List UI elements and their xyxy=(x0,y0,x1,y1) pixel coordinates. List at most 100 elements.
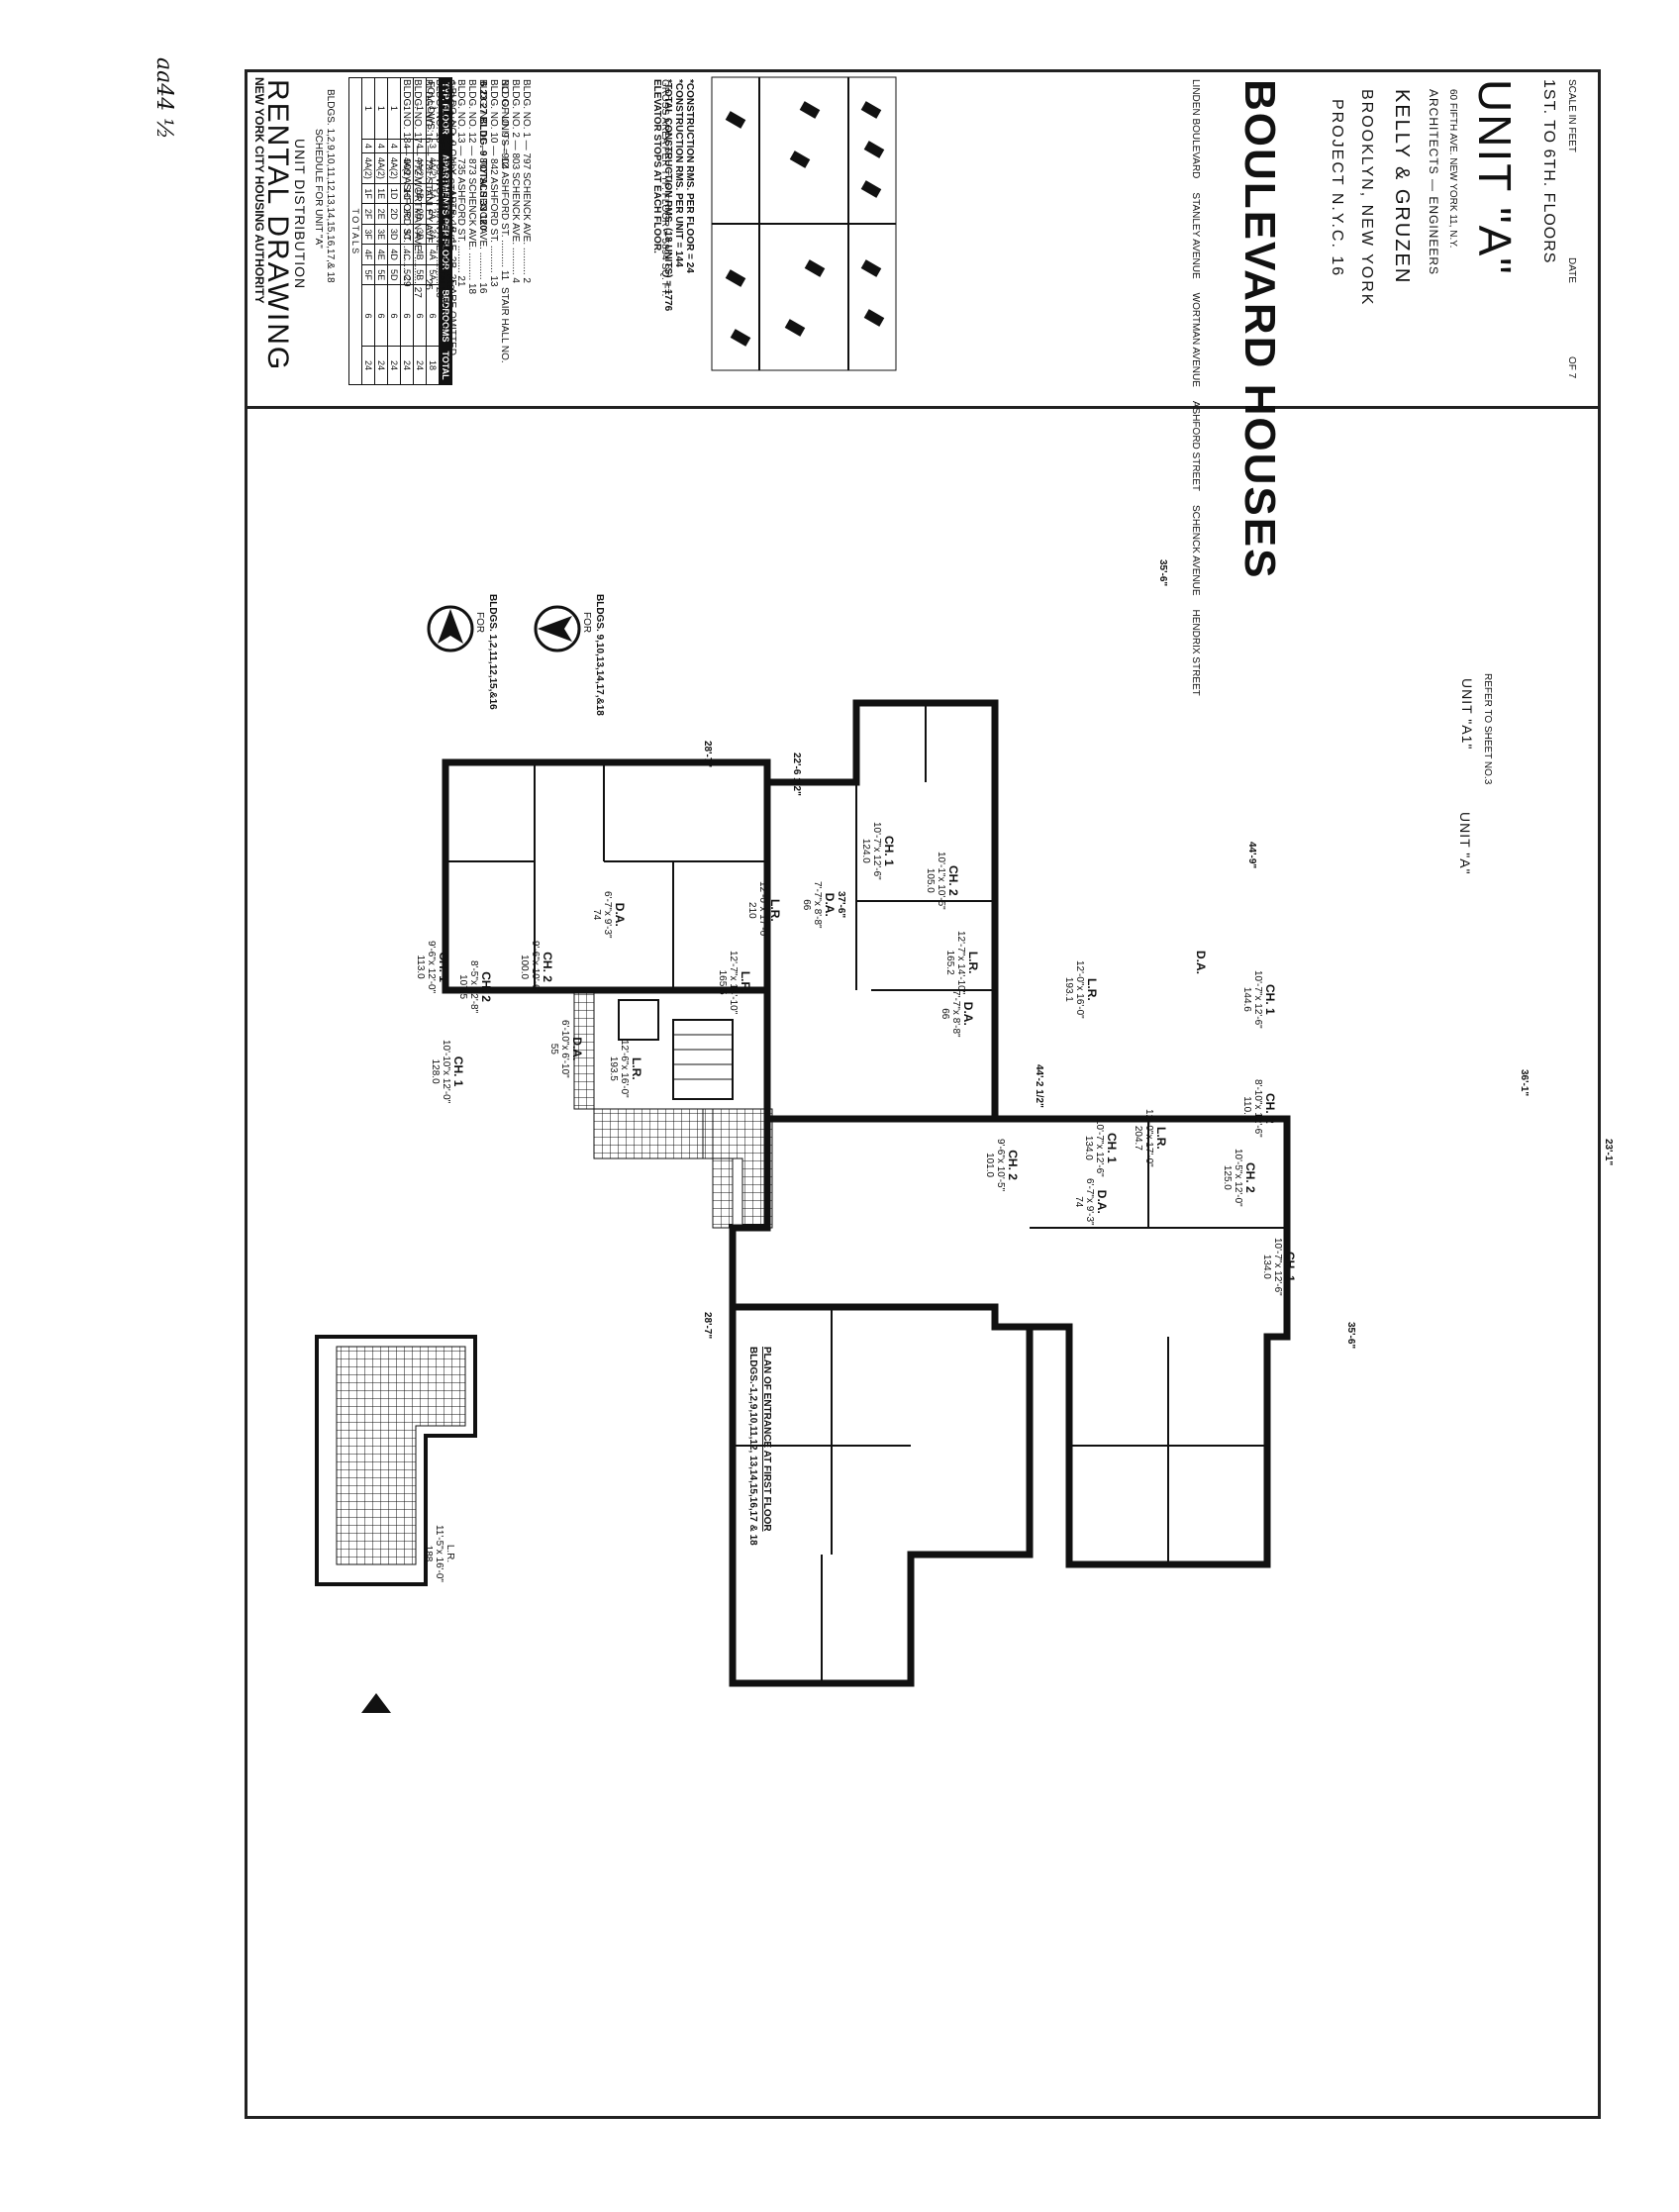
street-label: SCHENCK AVENUE xyxy=(1190,505,1201,596)
room-dims: 12'-7"x 14'-10" xyxy=(955,931,966,995)
table-cell: 6 xyxy=(387,284,401,347)
note-item: ELEVATOR STOPS AT EACH FLOOR. xyxy=(651,79,662,253)
table-cell: 2F xyxy=(361,203,375,225)
stair xyxy=(672,1019,734,1100)
room-dims: 7'-7"x 8'-8" xyxy=(950,990,961,1038)
entrance-lr: L.R. 11'-5"x 16'-0" 188 xyxy=(423,1525,455,1582)
room-dims: 10'-5"x 12'-0" xyxy=(1233,1149,1243,1207)
floors-label: 1ST. TO 6TH. FLOORS xyxy=(1540,79,1557,264)
room-name: D.A. xyxy=(823,892,837,917)
table-cell: 4E xyxy=(374,244,388,265)
room-dims: 8'-5"x 12'-8" xyxy=(468,960,479,1014)
date-label: DATE xyxy=(1566,257,1577,283)
entrance-arrow-icon xyxy=(361,1693,391,1713)
totals-row: T O T A L S xyxy=(348,77,362,385)
room-label: D.A.7'-7"x 8'-8"66 xyxy=(801,881,837,929)
room-dims: 9'-6"x 10'-6" xyxy=(530,941,541,994)
title-block: NEW YORK CITY HOUSING AUTHORITY RENTAL D… xyxy=(245,69,1601,696)
drawing-type: RENTAL DRAWING xyxy=(261,79,294,372)
table-cell: 1 xyxy=(361,77,375,140)
dimension-label: 36'-1" xyxy=(1519,1069,1530,1097)
table-cell: 1 xyxy=(387,77,401,140)
building-item: BLDG. NO. 16 — 781 STANLEY AVE. ........… xyxy=(423,79,434,290)
dimension-label: 28'-7" xyxy=(702,741,713,768)
table-cell: 5E xyxy=(374,264,388,285)
scale-label: SCALE IN FEET xyxy=(1566,79,1577,152)
room-label: D.A.6'-7"x 9'-3"74 xyxy=(591,891,627,939)
dimension-label: 22'-6 1/2" xyxy=(791,753,802,796)
building-item: BLDG. NO. 11 — 807 SCHENCK AVE. ........… xyxy=(477,79,488,294)
table-cell: 4 xyxy=(387,139,401,153)
note-item: *CONSTRUCTION RMS. PER FLOOR = 24 xyxy=(684,79,695,273)
dimension-label: 23'-1" xyxy=(1603,1139,1614,1166)
table-cell: 6 xyxy=(374,284,388,347)
entrance-hatch xyxy=(336,1346,466,1565)
room-label: D.A. xyxy=(1194,951,1208,974)
room-label: L.R.12'-0"x 17'-0"204.7 xyxy=(1133,1109,1168,1167)
table-cell: 1D xyxy=(387,183,401,204)
sheet-label: OF 7 xyxy=(1566,356,1577,379)
room-label: D.A.7'-7"x 8'-8"66 xyxy=(939,990,975,1038)
room-area: 165.5 xyxy=(717,969,728,995)
street-label: LINDEN BOULEVARD xyxy=(1190,79,1201,179)
room-label: L.R.12'-7"x 14'-10"165.5 xyxy=(717,951,752,1014)
room-area: 55 xyxy=(548,1043,559,1055)
unit-title: UNIT "A" xyxy=(1469,79,1521,276)
room-name: CH. 1 xyxy=(882,836,896,866)
drawing-sheet-border xyxy=(245,69,1601,2119)
room-name: L.R. xyxy=(768,899,782,922)
entrance-lr-dims: 11'-5"x 16'-0" xyxy=(434,1525,444,1582)
room-name: D.A. xyxy=(1095,1189,1109,1214)
table-cell: 4A(2) xyxy=(374,152,388,184)
street-label: WORTMAN AVENUE xyxy=(1190,292,1201,387)
unit-distribution-title: UNIT DISTRIBUTION xyxy=(292,139,308,290)
room-dims: 6'-10"x 6'-10" xyxy=(559,1020,570,1078)
handwritten-note: aa44 ½ xyxy=(151,57,176,140)
notes-list: *CONSTRUCTION RMS. PER FLOOR = 24*CONSTR… xyxy=(651,79,695,311)
dimension-label: 44'-9" xyxy=(1246,842,1257,869)
room-name: CH. 2 xyxy=(541,952,554,982)
room-dims: 9'-6"x 12'-0" xyxy=(426,941,437,994)
entrance-plan-title: PLAN OF ENTRANCE AT FIRST FLOOR xyxy=(761,1347,772,1532)
building-item: BLDG. NO. 9 — 904 ASHFORD ST. ..........… xyxy=(499,79,510,281)
room-area: 165.2 xyxy=(944,950,955,975)
room-label: L.R.12'-7"x 14'-10"165.2 xyxy=(944,931,980,994)
table-cell: 1 xyxy=(374,77,388,140)
building-item: BLDG. NO. 10 — 842 ASHFORD ST. .........… xyxy=(488,79,499,287)
room-name: CH. 1 xyxy=(451,1056,465,1087)
corridor-hatch xyxy=(573,989,734,1229)
corridor-hatch-2 xyxy=(702,1108,773,1229)
room-name: L.R. xyxy=(739,970,752,994)
dimension-label: 35'-6" xyxy=(1345,1322,1356,1350)
room-area: 144.6 xyxy=(1241,986,1252,1012)
room-area: 125.0 xyxy=(1222,1164,1233,1190)
room-dims: 7'-7"x 8'-8" xyxy=(812,881,823,929)
schedule-title: SCHEDULE FOR UNIT "A" xyxy=(313,129,324,249)
north-arrow-2 xyxy=(533,604,582,658)
room-area: 100.0 xyxy=(519,955,530,980)
room-dims: 12'-6"x 16'-0" xyxy=(619,1040,630,1098)
room-label: D.A.6'-7"x 9'-3"74 xyxy=(1073,1178,1109,1226)
room-area: 128.0 xyxy=(430,1058,441,1084)
room-dims: 6'-7"x 9'-3" xyxy=(1084,1178,1095,1226)
stair-hall-label: STAIR HALL NO. xyxy=(499,287,510,363)
architect-address: 60 FIFTH AVE. NEW YORK 11, N.Y. xyxy=(1447,89,1458,249)
entrance-lr-name: L.R. xyxy=(444,1544,455,1563)
room-area: 110.5 xyxy=(1241,1096,1252,1121)
room-name: CH. 2 xyxy=(1243,1162,1257,1193)
room-dims: 6'-7"x 9'-3" xyxy=(602,891,613,939)
building-item: BLDG. NO. 15 — 735 WORTMAN AVE. ........… xyxy=(434,79,444,298)
room-name: D.A. xyxy=(613,902,627,927)
building-item: BLDG. NO. 1 — 797 SCHENCK AVE. .........… xyxy=(521,79,532,283)
table-cell: 4 xyxy=(361,139,375,153)
note-item: *CONSTRUCTION RMS. PER UNIT = 144 xyxy=(673,79,684,267)
room-dims: 10'-7"x 12'-6" xyxy=(1252,970,1263,1029)
room-label: L.R.12'-0"x 17'-0"210 xyxy=(746,881,782,940)
table-cell: 2D xyxy=(387,203,401,225)
room-name: L.R. xyxy=(966,951,980,974)
floor-plan xyxy=(315,699,1291,1713)
